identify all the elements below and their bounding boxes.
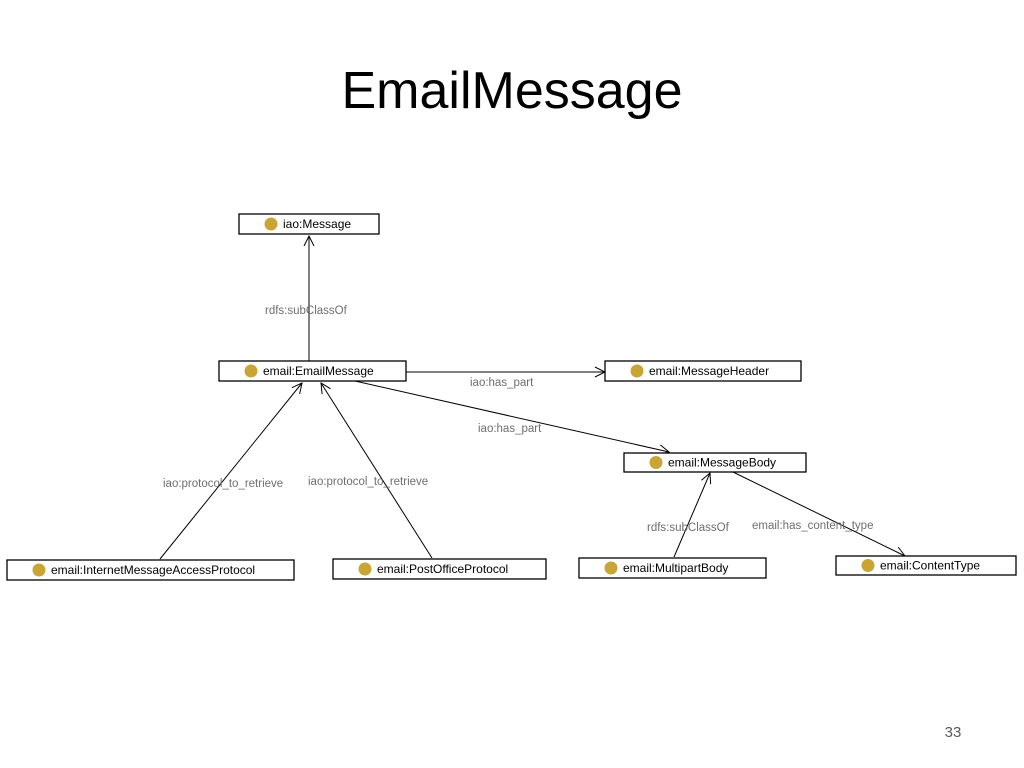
class-circle-icon — [244, 364, 258, 378]
slide-title: EmailMessage — [341, 62, 683, 120]
class-node-multipart-body[interactable]: email:MultipartBody — [578, 557, 767, 579]
edges-layer: rdfs:subClassOf iao:has_part iao:has_parti… — [159, 236, 905, 560]
class-node-label: email:PostOfficeProtocol — [377, 562, 508, 576]
edge-email_message-to-message_header: iao:has_part — [406, 372, 605, 389]
edge-multipart_body-to-message_body: rdfs:subClassOf — [647, 473, 730, 558]
class-node-label: email:MultipartBody — [623, 561, 728, 575]
class-node-box — [332, 558, 547, 580]
class-node-label: iao:Message — [283, 217, 351, 231]
class-node-label: email:MessageBody — [668, 456, 776, 470]
edge-label: rdfs:subClassOf — [647, 522, 730, 534]
class-node-box — [218, 360, 407, 382]
class-node-box — [623, 452, 807, 473]
class-node-box — [578, 557, 767, 579]
edge-arrow — [732, 471, 905, 556]
class-node-message[interactable]: iao:Message — [238, 213, 380, 235]
class-circle-icon — [358, 562, 372, 576]
class-circle-icon — [264, 217, 278, 231]
class-node-content-type[interactable]: email:ContentType — [835, 555, 1017, 576]
class-circle-icon — [649, 456, 663, 469]
edge-label: iao:has_part — [478, 423, 542, 435]
class-circle-icon — [861, 559, 875, 572]
class-node-pop[interactable]: email:PostOfficeProtocol — [332, 558, 547, 580]
edge-label: rdfs:subClassOf — [265, 305, 348, 317]
class-node-imap[interactable]: email:InternetMessageAccessProtocol — [6, 559, 295, 581]
edge-label: iao:protocol_to_retrieve — [308, 476, 428, 488]
edge-label: iao:has_part — [470, 377, 534, 389]
edge-pop-to-email_message: iao:protocol_to_retrieve — [308, 383, 433, 559]
class-node-box — [6, 559, 295, 581]
edge-label: iao:protocol_to_retrieve — [163, 478, 283, 490]
class-node-box — [604, 360, 802, 382]
page-number: 33 — [944, 724, 962, 741]
class-node-message-body[interactable]: email:MessageBody — [623, 452, 807, 473]
edge-arrow — [354, 380, 669, 452]
class-circle-icon — [604, 561, 618, 575]
class-circle-icon — [32, 563, 46, 577]
class-circle-icon — [630, 364, 644, 378]
class-node-message-header[interactable]: email:MessageHeader — [604, 360, 802, 382]
nodes-layer: iao:Message email:EmailMessage email:Messa… — [6, 213, 1017, 581]
edge-email_message-to-message_body: iao:has_part — [354, 380, 669, 452]
edge-arrow — [321, 383, 433, 559]
edge-arrow — [673, 473, 710, 558]
class-node-label: email:ContentType — [880, 559, 980, 573]
edge-email_message-to-message: rdfs:subClassOf — [265, 236, 348, 361]
edge-imap-to-email_message: iao:protocol_to_retrieve — [159, 383, 302, 560]
edge-arrow — [159, 383, 302, 560]
class-node-label: email:EmailMessage — [263, 364, 374, 378]
class-node-box — [835, 555, 1017, 576]
edge-label: email:has_content_type — [752, 520, 873, 532]
class-node-label: email:MessageHeader — [649, 364, 769, 378]
class-node-label: email:InternetMessageAccessProtocol — [51, 563, 255, 577]
class-node-email-message[interactable]: email:EmailMessage — [218, 360, 407, 382]
edge-message_body-to-content_type: email:has_content_type — [732, 471, 905, 556]
